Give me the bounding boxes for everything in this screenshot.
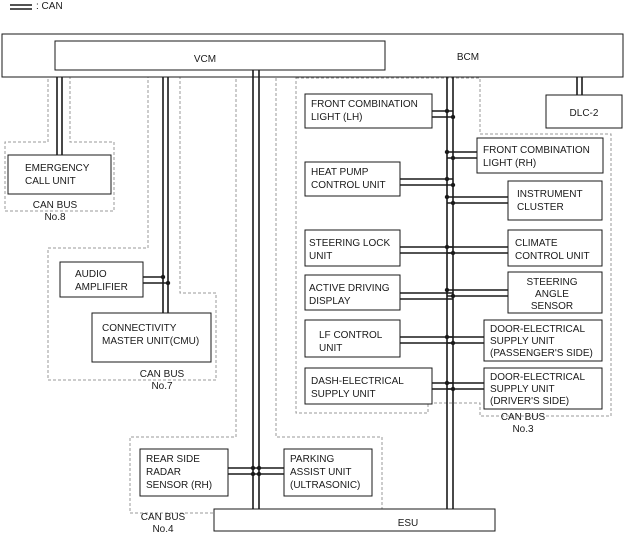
door-pass-line-2: SUPPLY UNIT <box>490 336 555 347</box>
active-driving-display <box>304 274 401 311</box>
junction-dot <box>444 380 450 386</box>
esu-label: ESU <box>398 518 419 529</box>
bus3-junctions <box>444 108 456 392</box>
bus3-label-line-1: CAN BUS <box>501 412 546 423</box>
bcm-label: BCM <box>457 52 479 63</box>
rear-radar-line-1: REAR SIDE <box>146 454 200 465</box>
front-comb-lh-line-1: FRONT COMBINATION <box>311 99 418 110</box>
bus4-label-line-1: CAN BUS <box>141 512 186 523</box>
junction-dot <box>444 287 450 293</box>
parking-assist-line-2: ASSIST UNIT <box>290 467 352 478</box>
front-combination-light-lh <box>304 93 433 129</box>
can-bus-3-enclosure <box>295 77 612 417</box>
sas-line-3: SENSOR <box>531 301 573 312</box>
front-comb-lh-line-2: LIGHT (LH) <box>311 112 363 123</box>
lf-control-line-2: UNIT <box>319 343 342 354</box>
cmu-line-1: CONNECTIVITY <box>102 323 177 334</box>
steering-angle-sensor <box>507 271 603 314</box>
rear-radar-line-3: SENSOR (RH) <box>146 480 212 491</box>
dash-supply-line-1: DASH-ELECTRICAL <box>311 376 404 387</box>
junction-dot <box>444 149 450 155</box>
junction-dot <box>450 182 456 188</box>
junction-dot <box>165 280 171 286</box>
instrument-cluster-line-2: CLUSTER <box>517 202 564 213</box>
sas-line-1: STEERING <box>526 277 577 288</box>
audio-amplifier-line-2: AMPLIFIER <box>75 282 128 293</box>
can-bus-8-enclosure <box>4 72 115 212</box>
emergency-call-line-2: CALL UNIT <box>25 176 76 187</box>
parking-assist-line-3: (ULTRASONIC) <box>290 480 360 491</box>
emergency-call-unit <box>7 154 112 195</box>
steering-lock-unit <box>304 229 401 267</box>
dlc2-connector <box>545 94 623 129</box>
add-line-2: DISPLAY <box>309 296 351 307</box>
lf-control-line-1: LF CONTROL <box>319 330 383 341</box>
climate-line-2: CONTROL UNIT <box>515 251 590 262</box>
junction-dot <box>256 465 262 471</box>
door-drv-line-1: DOOR-ELECTRICAL <box>490 372 585 383</box>
junction-dot <box>450 155 456 161</box>
connectivity-master-unit <box>91 312 212 363</box>
junction-dot <box>250 465 256 471</box>
dash-supply-line-2: SUPPLY UNIT <box>311 389 376 400</box>
bus8-label-line-1: CAN BUS <box>33 200 78 211</box>
bus4-label-line-2: No.4 <box>152 524 174 535</box>
front-combination-light-rh <box>476 137 604 174</box>
junction-dot <box>450 200 456 206</box>
junction-dot <box>444 176 450 182</box>
instrument-cluster-line-1: INSTRUMENT <box>517 189 583 200</box>
door-pass-line-3: (PASSENGER'S SIDE) <box>490 348 593 359</box>
junction-dot <box>450 250 456 256</box>
junction-dot <box>450 293 456 299</box>
bus7-label-line-1: CAN BUS <box>140 369 185 380</box>
junction-dot <box>160 274 166 280</box>
junction-dot <box>444 334 450 340</box>
bus8-label-line-2: No.8 <box>44 212 66 223</box>
door-electrical-supply-passenger <box>483 319 603 362</box>
steering-lock-line-2: UNIT <box>309 251 332 262</box>
junction-dot <box>256 471 262 477</box>
heat-pump-control-unit <box>304 161 401 197</box>
door-drv-line-2: SUPPLY UNIT <box>490 384 555 395</box>
parking-assist-line-1: PARKING <box>290 454 334 465</box>
rear-radar-line-2: RADAR <box>146 467 181 478</box>
junction-dot <box>450 340 456 346</box>
bus7-label-line-2: No.7 <box>151 381 173 392</box>
junction-dot <box>450 386 456 392</box>
rear-side-radar-sensor <box>139 448 229 497</box>
junction-dot <box>444 108 450 114</box>
junction-dot <box>250 471 256 477</box>
steering-lock-line-1: STEERING LOCK <box>309 238 390 249</box>
can-bus-7-enclosure <box>47 72 217 381</box>
add-line-1: ACTIVE DRIVING <box>309 283 390 294</box>
legend: : CAN <box>10 1 63 12</box>
heat-pump-line-1: HEAT PUMP <box>311 167 369 178</box>
sas-line-2: ANGLE <box>535 289 569 300</box>
front-comb-rh-line-1: FRONT COMBINATION <box>483 145 590 156</box>
door-pass-line-1: DOOR-ELECTRICAL <box>490 324 585 335</box>
esu-module <box>213 508 496 532</box>
audio-amplifier-line-1: AUDIO <box>75 269 107 280</box>
emergency-call-line-1: EMERGENCY <box>25 163 90 174</box>
door-drv-line-3: (DRIVER'S SIDE) <box>490 396 569 407</box>
cmu-line-2: MASTER UNIT(CMU) <box>102 336 199 347</box>
legend-label: : CAN <box>36 1 63 12</box>
dlc2-label: DLC-2 <box>570 108 599 119</box>
front-comb-rh-line-2: LIGHT (RH) <box>483 158 536 169</box>
bus3-label-line-2: No.3 <box>512 424 534 435</box>
vcm-label: VCM <box>194 54 216 65</box>
instrument-cluster <box>507 180 603 221</box>
lf-control-unit <box>304 319 401 358</box>
dash-electrical-supply-unit <box>304 367 433 405</box>
vcm-module <box>54 40 386 71</box>
climate-control-unit <box>507 229 603 267</box>
heat-pump-line-2: CONTROL UNIT <box>311 180 386 191</box>
junction-dot <box>444 194 450 200</box>
climate-line-1: CLIMATE <box>515 238 558 249</box>
junction-dot <box>444 244 450 250</box>
audio-amplifier-unit <box>59 261 144 298</box>
junction-dot <box>450 114 456 120</box>
parking-assist-unit <box>283 448 373 497</box>
